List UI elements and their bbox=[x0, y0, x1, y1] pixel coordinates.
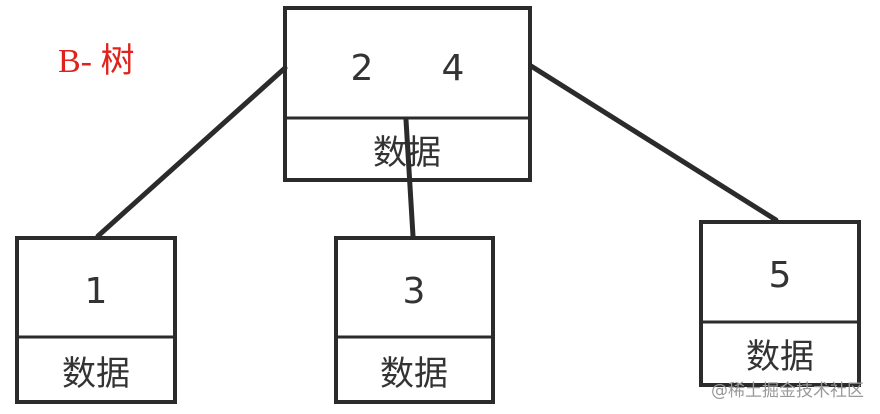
child-node-5-box bbox=[699, 220, 861, 387]
watermark-text: @稀土掘金技术社区 bbox=[711, 381, 864, 401]
root-key-1: 2 bbox=[351, 48, 374, 89]
diagram-title: B- 树 bbox=[58, 42, 135, 80]
child-node-5: 5 数据 bbox=[699, 220, 861, 387]
child-1-data-label: 数据 bbox=[62, 354, 130, 394]
child-node-3-box bbox=[334, 236, 495, 404]
child-node-3: 3 数据 bbox=[334, 236, 495, 404]
edge-root-to-child-5 bbox=[528, 63, 779, 223]
child-5-data-label: 数据 bbox=[746, 337, 814, 377]
child-node-1: 1 数据 bbox=[15, 236, 177, 404]
child-3-data-label: 数据 bbox=[380, 354, 448, 394]
edge-root-to-child-1 bbox=[95, 65, 288, 239]
child-node-1-box bbox=[15, 236, 177, 404]
edge-root-to-child-3 bbox=[403, 117, 416, 239]
root-key-2: 4 bbox=[442, 48, 465, 89]
child-5-key: 5 bbox=[769, 255, 792, 296]
child-1-key: 1 bbox=[85, 271, 108, 312]
child-3-key: 3 bbox=[403, 271, 426, 312]
